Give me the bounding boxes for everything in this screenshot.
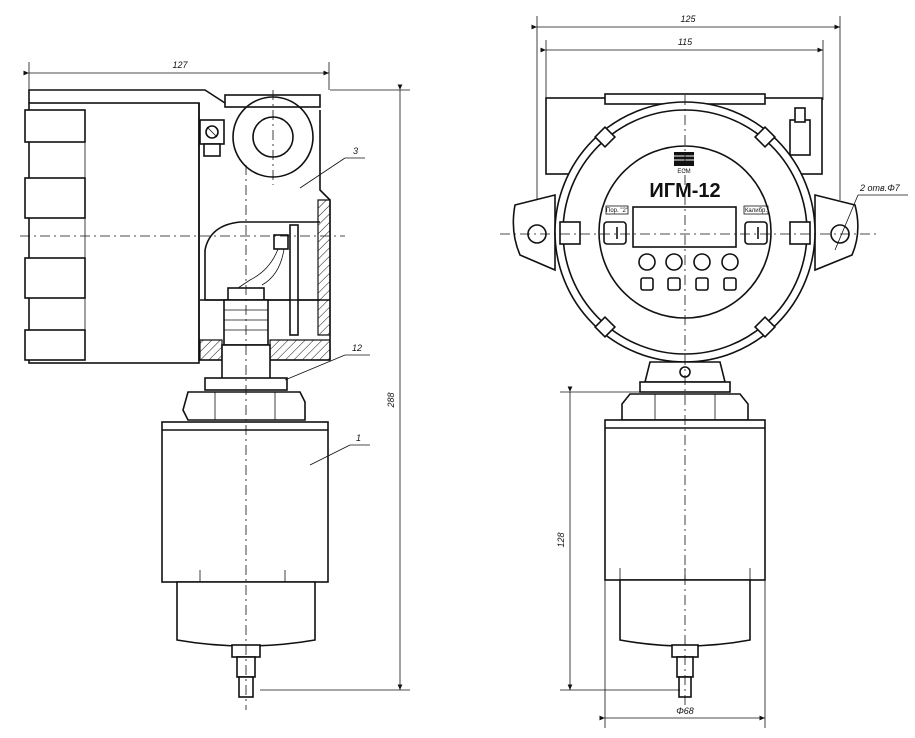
callout-3-label: 3 (353, 146, 358, 156)
front-dim-overall: 125 (531, 14, 841, 200)
button-4[interactable] (723, 277, 737, 291)
callout-12: 12 (284, 343, 370, 381)
side-dim-width: 127 (23, 60, 330, 90)
ecm-logo-text: ECM (677, 169, 690, 175)
front-dim-height-label: 128 (556, 532, 566, 547)
side-dim-width-label: 127 (172, 60, 188, 70)
holes-note-label: 2 отв.Φ7 (859, 183, 901, 193)
front-dim-height: 128 (556, 386, 680, 691)
front-dim-inner-label: 115 (678, 37, 693, 47)
front-mounting-ear-right (814, 193, 859, 272)
side-view: 127 (20, 60, 410, 710)
indicator-4 (721, 253, 739, 271)
front-dim-diameter-label: Φ68 (676, 706, 694, 716)
holes-note: 2 отв.Φ7 (834, 183, 908, 251)
side-housing-body (28, 102, 200, 364)
right-side-button[interactable] (744, 221, 768, 245)
front-view: 125 115 (500, 14, 908, 728)
front-mounting-ear-left (512, 193, 556, 272)
indicator-3 (693, 253, 711, 271)
button-3[interactable] (695, 277, 709, 291)
front-dim-diameter: Φ68 (599, 580, 766, 728)
button-2[interactable] (667, 277, 681, 291)
side-dim-height-label: 288 (386, 392, 396, 408)
callout-12-label: 12 (352, 343, 362, 353)
side-dim-height: 288 (260, 84, 410, 691)
callout-1: 1 (309, 433, 370, 466)
label-left: Пор. "2" (606, 208, 628, 214)
indicator-1 (638, 253, 656, 271)
label-right: Калибр. (745, 208, 767, 214)
button-1[interactable] (640, 277, 654, 291)
display-screen (632, 206, 737, 248)
callout-3: 3 (299, 146, 365, 189)
front-dim-overall-label: 125 (680, 14, 696, 24)
left-side-button[interactable] (603, 221, 627, 245)
side-sensor-body (161, 421, 329, 583)
ecm-logo: ECM (674, 152, 694, 175)
callout-1-label: 1 (356, 433, 361, 443)
indicator-2 (665, 253, 683, 271)
side-cooling-fins (24, 109, 86, 361)
side-hex-nut (182, 391, 306, 421)
front-dim-inner: 115 (540, 37, 824, 100)
